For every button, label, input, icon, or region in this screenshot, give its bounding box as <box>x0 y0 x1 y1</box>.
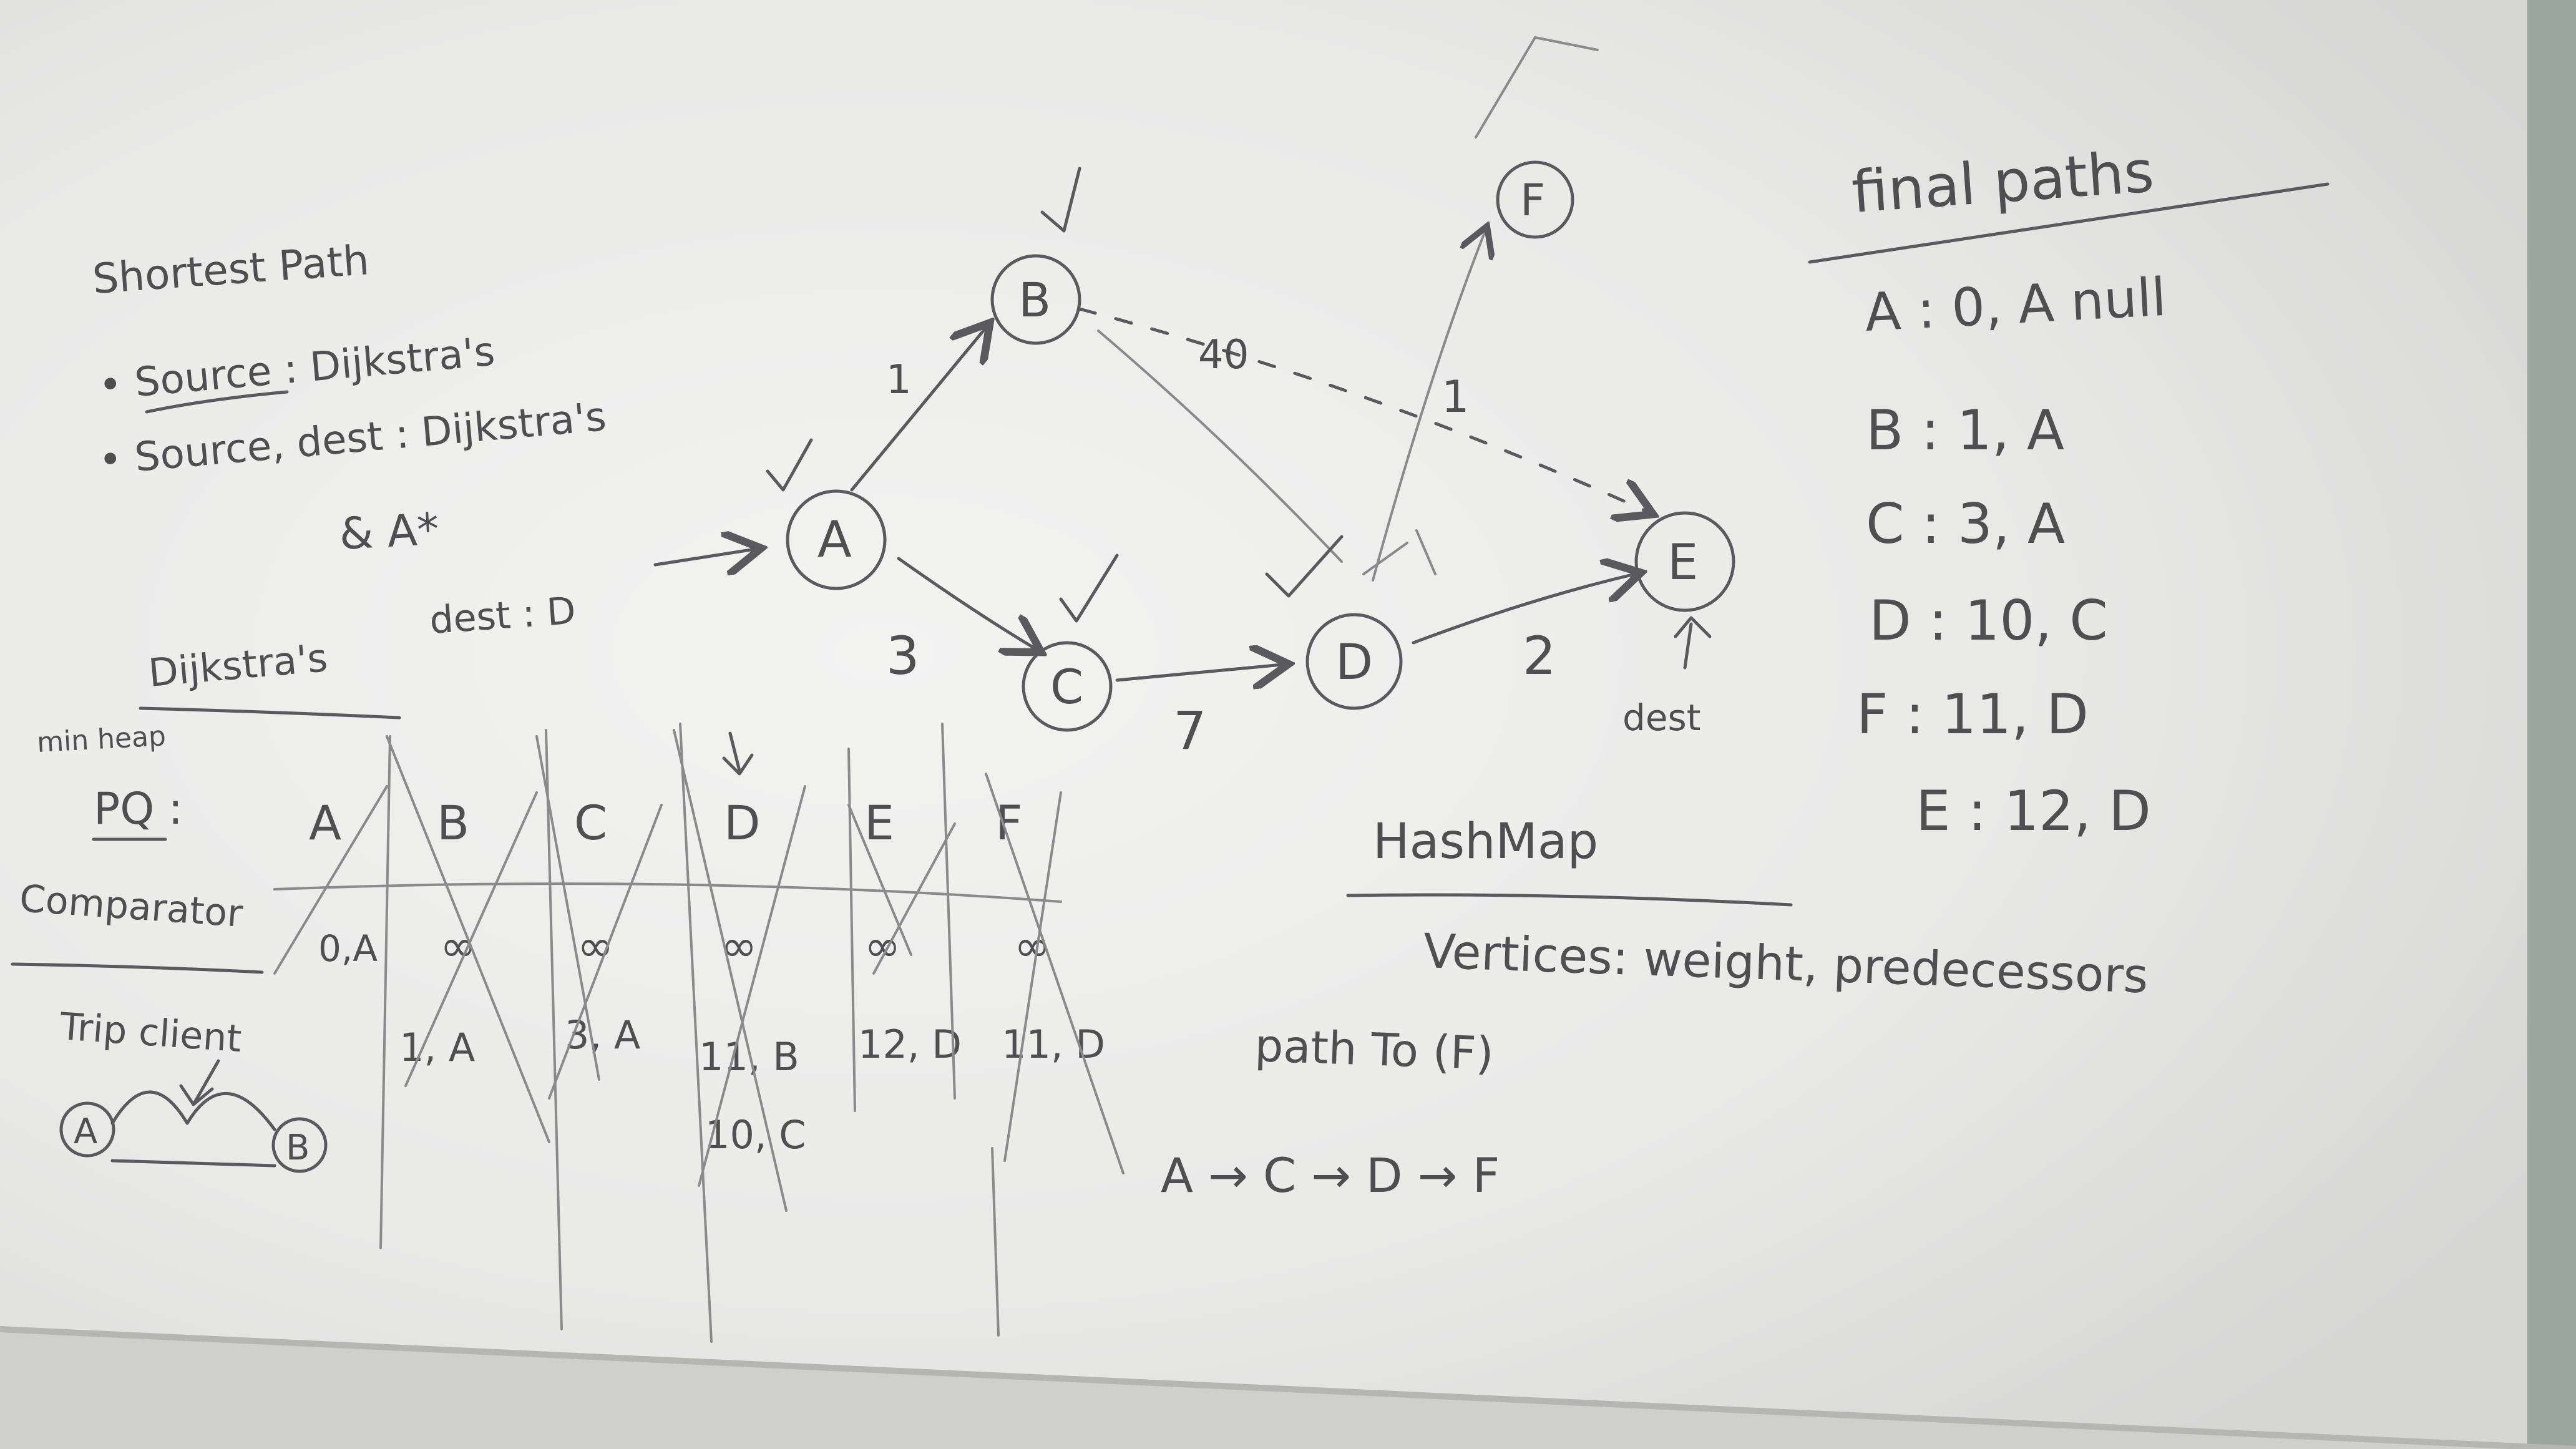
trip-node-a <box>59 1101 115 1158</box>
edge-d-f <box>1372 231 1485 582</box>
edge-d-e <box>1412 574 1635 645</box>
final-path-c: C : 3, A <box>1866 492 2065 556</box>
node-a <box>786 489 887 590</box>
edge-b-d <box>1097 329 1343 563</box>
node-d <box>1305 613 1403 710</box>
weight-a-c: 3 <box>886 625 919 686</box>
pq-inf-e: ∞ <box>864 920 900 972</box>
node-b-label: B <box>1018 272 1051 328</box>
hashmap-path: A → C → D → F <box>1161 1148 1500 1203</box>
graph: A B C D E F 1 3 7 2 40 1 dest <box>653 36 1735 761</box>
pq-header-b: B <box>437 795 469 851</box>
weight-c-d: 7 <box>1173 700 1206 761</box>
pq-table: A B C D E F 0,A ∞ ∞ ∞ ∞ ∞ 1, A 3, A 11, … <box>273 723 1125 1343</box>
hashmap-title: HashMap <box>1373 814 1598 870</box>
pq-header-e: E <box>864 795 894 851</box>
pq-val-b: 1, A <box>399 1025 475 1070</box>
final-path-b: B : 1, A <box>1866 398 2064 462</box>
pq-val-c: 3, A <box>565 1012 640 1058</box>
trip-node-b-label: B <box>286 1128 310 1168</box>
trip-client-diagram: A B <box>59 1059 328 1173</box>
node-c <box>1022 641 1113 732</box>
edge-c-d <box>1115 665 1282 680</box>
pq-inf-d: ∞ <box>721 920 757 972</box>
weight-d-f: 1 <box>1442 371 1470 422</box>
pq-header-c: C <box>574 795 607 851</box>
hashmap-path-call: path To (F) <box>1254 1019 1495 1080</box>
final-path-e: E : 12, D <box>1916 779 2151 843</box>
edge-b-e <box>1078 307 1647 512</box>
final-path-f: F : 11, D <box>1856 682 2089 746</box>
node-e-label: E <box>1667 535 1698 591</box>
pq-val-e: 12, D <box>858 1022 962 1067</box>
weight-b-e: 40 <box>1198 332 1249 378</box>
pq-val-f: 11, D <box>1002 1022 1105 1067</box>
notes-bullet-astar: & A* <box>338 504 441 560</box>
pq-inf-a: 0,A <box>318 927 378 970</box>
board-frame-right <box>2527 0 2576 1449</box>
node-b <box>990 254 1081 345</box>
pq-header-d: D <box>724 795 761 851</box>
node-c-label: C <box>1050 659 1083 715</box>
edge-a-b <box>850 328 986 492</box>
dest-label: dest <box>1622 696 1700 739</box>
trip-node-a-label: A <box>74 1111 97 1152</box>
pq-extra-d: 10, C <box>705 1112 806 1158</box>
node-a-label: A <box>817 510 852 568</box>
final-path-d: D : 10, C <box>1869 588 2108 653</box>
trip-node-b <box>271 1117 328 1173</box>
node-f-label: F <box>1520 175 1545 226</box>
notes-pq: PQ : <box>94 783 183 834</box>
node-d-label: D <box>1335 635 1373 691</box>
weight-d-e: 2 <box>1523 625 1556 686</box>
node-e <box>1634 511 1735 612</box>
weight-a-b: 1 <box>886 357 912 403</box>
pq-header-a: A <box>309 795 341 851</box>
edge-a-c <box>897 557 1036 649</box>
notes-dest: dest : D <box>428 589 577 643</box>
final-paths: final paths A : 0, A null B : 1, A C : 3… <box>1808 138 2330 843</box>
hashmap-notes: HashMap Vertices: weight, predecessors p… <box>1161 814 2149 1203</box>
node-f <box>1496 160 1574 239</box>
notes-minheap: min heap <box>36 720 167 759</box>
